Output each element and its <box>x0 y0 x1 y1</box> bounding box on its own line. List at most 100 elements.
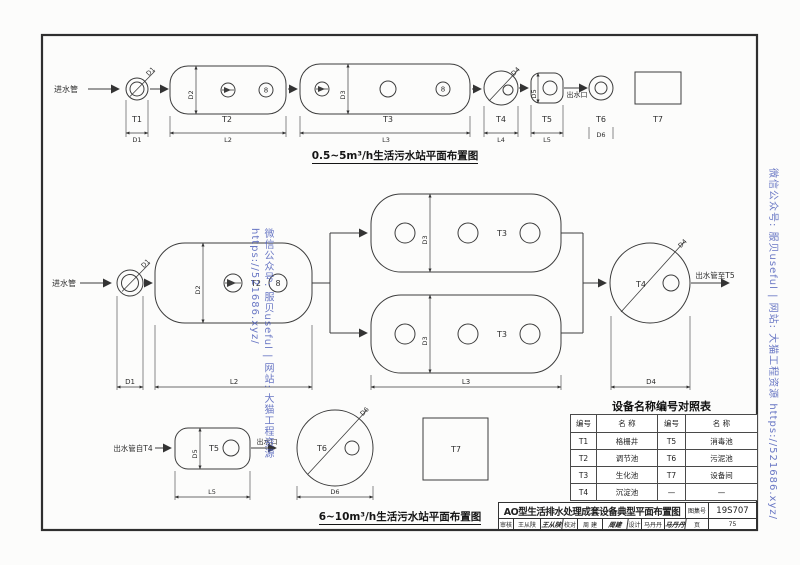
tank-label-t2: T2 <box>250 279 261 288</box>
pump-icon <box>220 82 236 98</box>
tank-label-t2: T2 <box>221 115 232 124</box>
table-row: T1 格栅井 T5 消毒池 <box>570 432 758 450</box>
col-header-name1: 名 称 <box>596 414 658 433</box>
tank-label-t3-upper: T3 <box>496 229 507 238</box>
outlet-label: 出水口 <box>567 90 588 99</box>
designer-name: 马丹丹 <box>642 519 665 529</box>
dim-d4: D4 <box>646 378 656 386</box>
cell-name: 格栅井 <box>596 432 658 450</box>
bottom-diagram <box>155 409 489 500</box>
tank-label-t5: T5 <box>541 115 552 124</box>
dim-d2: D2 <box>187 90 195 99</box>
cell-name: — <box>685 483 758 501</box>
inlet-pipe-label: 出水管自T4 <box>113 443 153 453</box>
pump-icon <box>223 273 243 293</box>
equipment-table-title: 设备名称编号对照表 <box>612 400 711 413</box>
designer-label: 设计 <box>628 519 642 529</box>
tank-label-t3: T3 <box>382 115 393 124</box>
dim-d3-upper: D3 <box>421 235 429 244</box>
dim-l3: L3 <box>382 136 390 144</box>
cell-name: 消毒池 <box>685 432 758 450</box>
blower-glyph: 8 <box>275 279 280 288</box>
title-block: AO型生活排水处理成套设备典型平面布置图 图集号 19S707 审核 王从陕 王… <box>498 502 757 530</box>
dim-d5: D5 <box>191 449 199 458</box>
dim-d6: D6 <box>330 488 339 496</box>
outlet-label: 出水口 <box>257 437 278 446</box>
reviewer-label: 审核 <box>499 519 514 529</box>
dim-l3: L3 <box>462 378 470 386</box>
cell-no: T2 <box>570 449 597 467</box>
tank-label-t7: T7 <box>652 115 663 124</box>
cell-no: T1 <box>570 432 597 450</box>
middle-diagram <box>80 193 730 390</box>
tank-label-t3-lower: T3 <box>496 330 507 339</box>
dim-d1-diag: D1 <box>140 258 152 270</box>
reviewer-signature: 王从陕 <box>540 519 564 529</box>
tank-label-t4: T4 <box>495 115 506 124</box>
table-row: T3 生化池 T7 设备间 <box>570 466 758 484</box>
tank-label-t1: T1 <box>131 115 142 124</box>
title-block-row-main: AO型生活排水处理成套设备典型平面布置图 图集号 19S707 <box>499 503 756 519</box>
col-header-no2: 编号 <box>657 414 686 433</box>
dim-d1-diag: D1 <box>145 66 157 78</box>
blower-glyph: 8 <box>264 87 268 95</box>
dim-l5: L5 <box>543 136 551 144</box>
page-number: 75 <box>728 520 737 528</box>
dim-d1: D1 <box>132 136 141 144</box>
checker-signature: 周建 <box>602 519 629 529</box>
table-header-row: 编号 名 称 编号 名 称 <box>570 414 758 433</box>
table-row: T4 沉淀池 — — <box>570 483 758 501</box>
cell-no: T6 <box>657 449 686 467</box>
drawing-title: AO型生活排水处理成套设备典型平面布置图 <box>499 503 686 518</box>
blower-glyph: 8 <box>441 86 445 94</box>
cell-name: 生化池 <box>596 466 658 484</box>
top-diagram-title: 0.5~5m³/h生活污水站平面布置图 <box>311 150 479 164</box>
cell-no: T4 <box>570 483 597 501</box>
dim-l5: L5 <box>208 488 216 496</box>
cell-name: 沉淀池 <box>596 483 658 501</box>
equipment-table: 编号 名 称 编号 名 称 T1 格栅井 T5 消毒池 T2 调节池 T6 污泥… <box>570 414 758 501</box>
dim-d5: D5 <box>530 89 538 98</box>
reviewer-name: 王从陕 <box>514 519 541 529</box>
dim-d2: D2 <box>194 285 202 294</box>
tank-label-t6: T6 <box>595 115 606 124</box>
atlas-number-label: 图集号 <box>686 503 709 518</box>
dim-l2: L2 <box>230 378 238 386</box>
col-header-no1: 编号 <box>570 414 597 433</box>
cell-no: T3 <box>570 466 597 484</box>
blower-icon <box>258 82 274 98</box>
middle-diagram-labels: 进水管 T2 T3 T3 T4 8 出水管至T5 D1 D2 D3 D3 D4 … <box>52 229 735 386</box>
cell-name: 设备间 <box>685 466 758 484</box>
inlet-pipe-label: 进水管 <box>52 278 76 288</box>
cell-no: T5 <box>657 432 686 450</box>
top-diagram <box>88 63 682 139</box>
bottom-diagram-labels: 出水管自T4 T5 T6 T7 出水口 D5 D6 L5 D6 <box>113 406 461 496</box>
dim-l2: L2 <box>224 136 232 144</box>
bottom-diagram-title: 6~10m³/h生活污水站平面布置图 <box>318 511 482 525</box>
blower-icon <box>435 81 451 97</box>
cell-name: 调节池 <box>596 449 658 467</box>
table-row: T2 调节池 T6 污泥池 <box>570 449 758 467</box>
checker-label: 校对 <box>563 519 578 529</box>
dim-l4: L4 <box>497 136 505 144</box>
cell-no: T7 <box>657 466 686 484</box>
tank-label-t6: T6 <box>316 444 327 453</box>
dim-d6-diag: D6 <box>359 406 371 418</box>
page-label: 页 <box>686 519 709 529</box>
outlet-label: 出水管至T5 <box>695 270 735 280</box>
title-block-row-signatures: 审核 王从陕 王从陕 校对 周 建 周建 设计 马丹丹 马丹丹 页 75 <box>499 519 756 529</box>
pump-icon <box>314 81 330 97</box>
dim-d3: D3 <box>339 90 347 99</box>
atlas-number-value: 19S707 <box>716 505 749 516</box>
top-diagram-labels: 进水管 T1 T2 T3 T4 T5 T6 T7 8 8 出水口 D1 D2 D… <box>54 66 663 144</box>
sheet-border <box>40 33 759 532</box>
cell-no: — <box>657 483 686 501</box>
cell-name: 污泥池 <box>685 449 758 467</box>
checker-name: 周 建 <box>578 519 603 529</box>
designer-signature: 马丹丹 <box>664 519 687 529</box>
dim-d6: D6 <box>596 131 605 139</box>
col-header-name2: 名 称 <box>685 414 758 433</box>
tank-label-t7: T7 <box>450 445 461 454</box>
